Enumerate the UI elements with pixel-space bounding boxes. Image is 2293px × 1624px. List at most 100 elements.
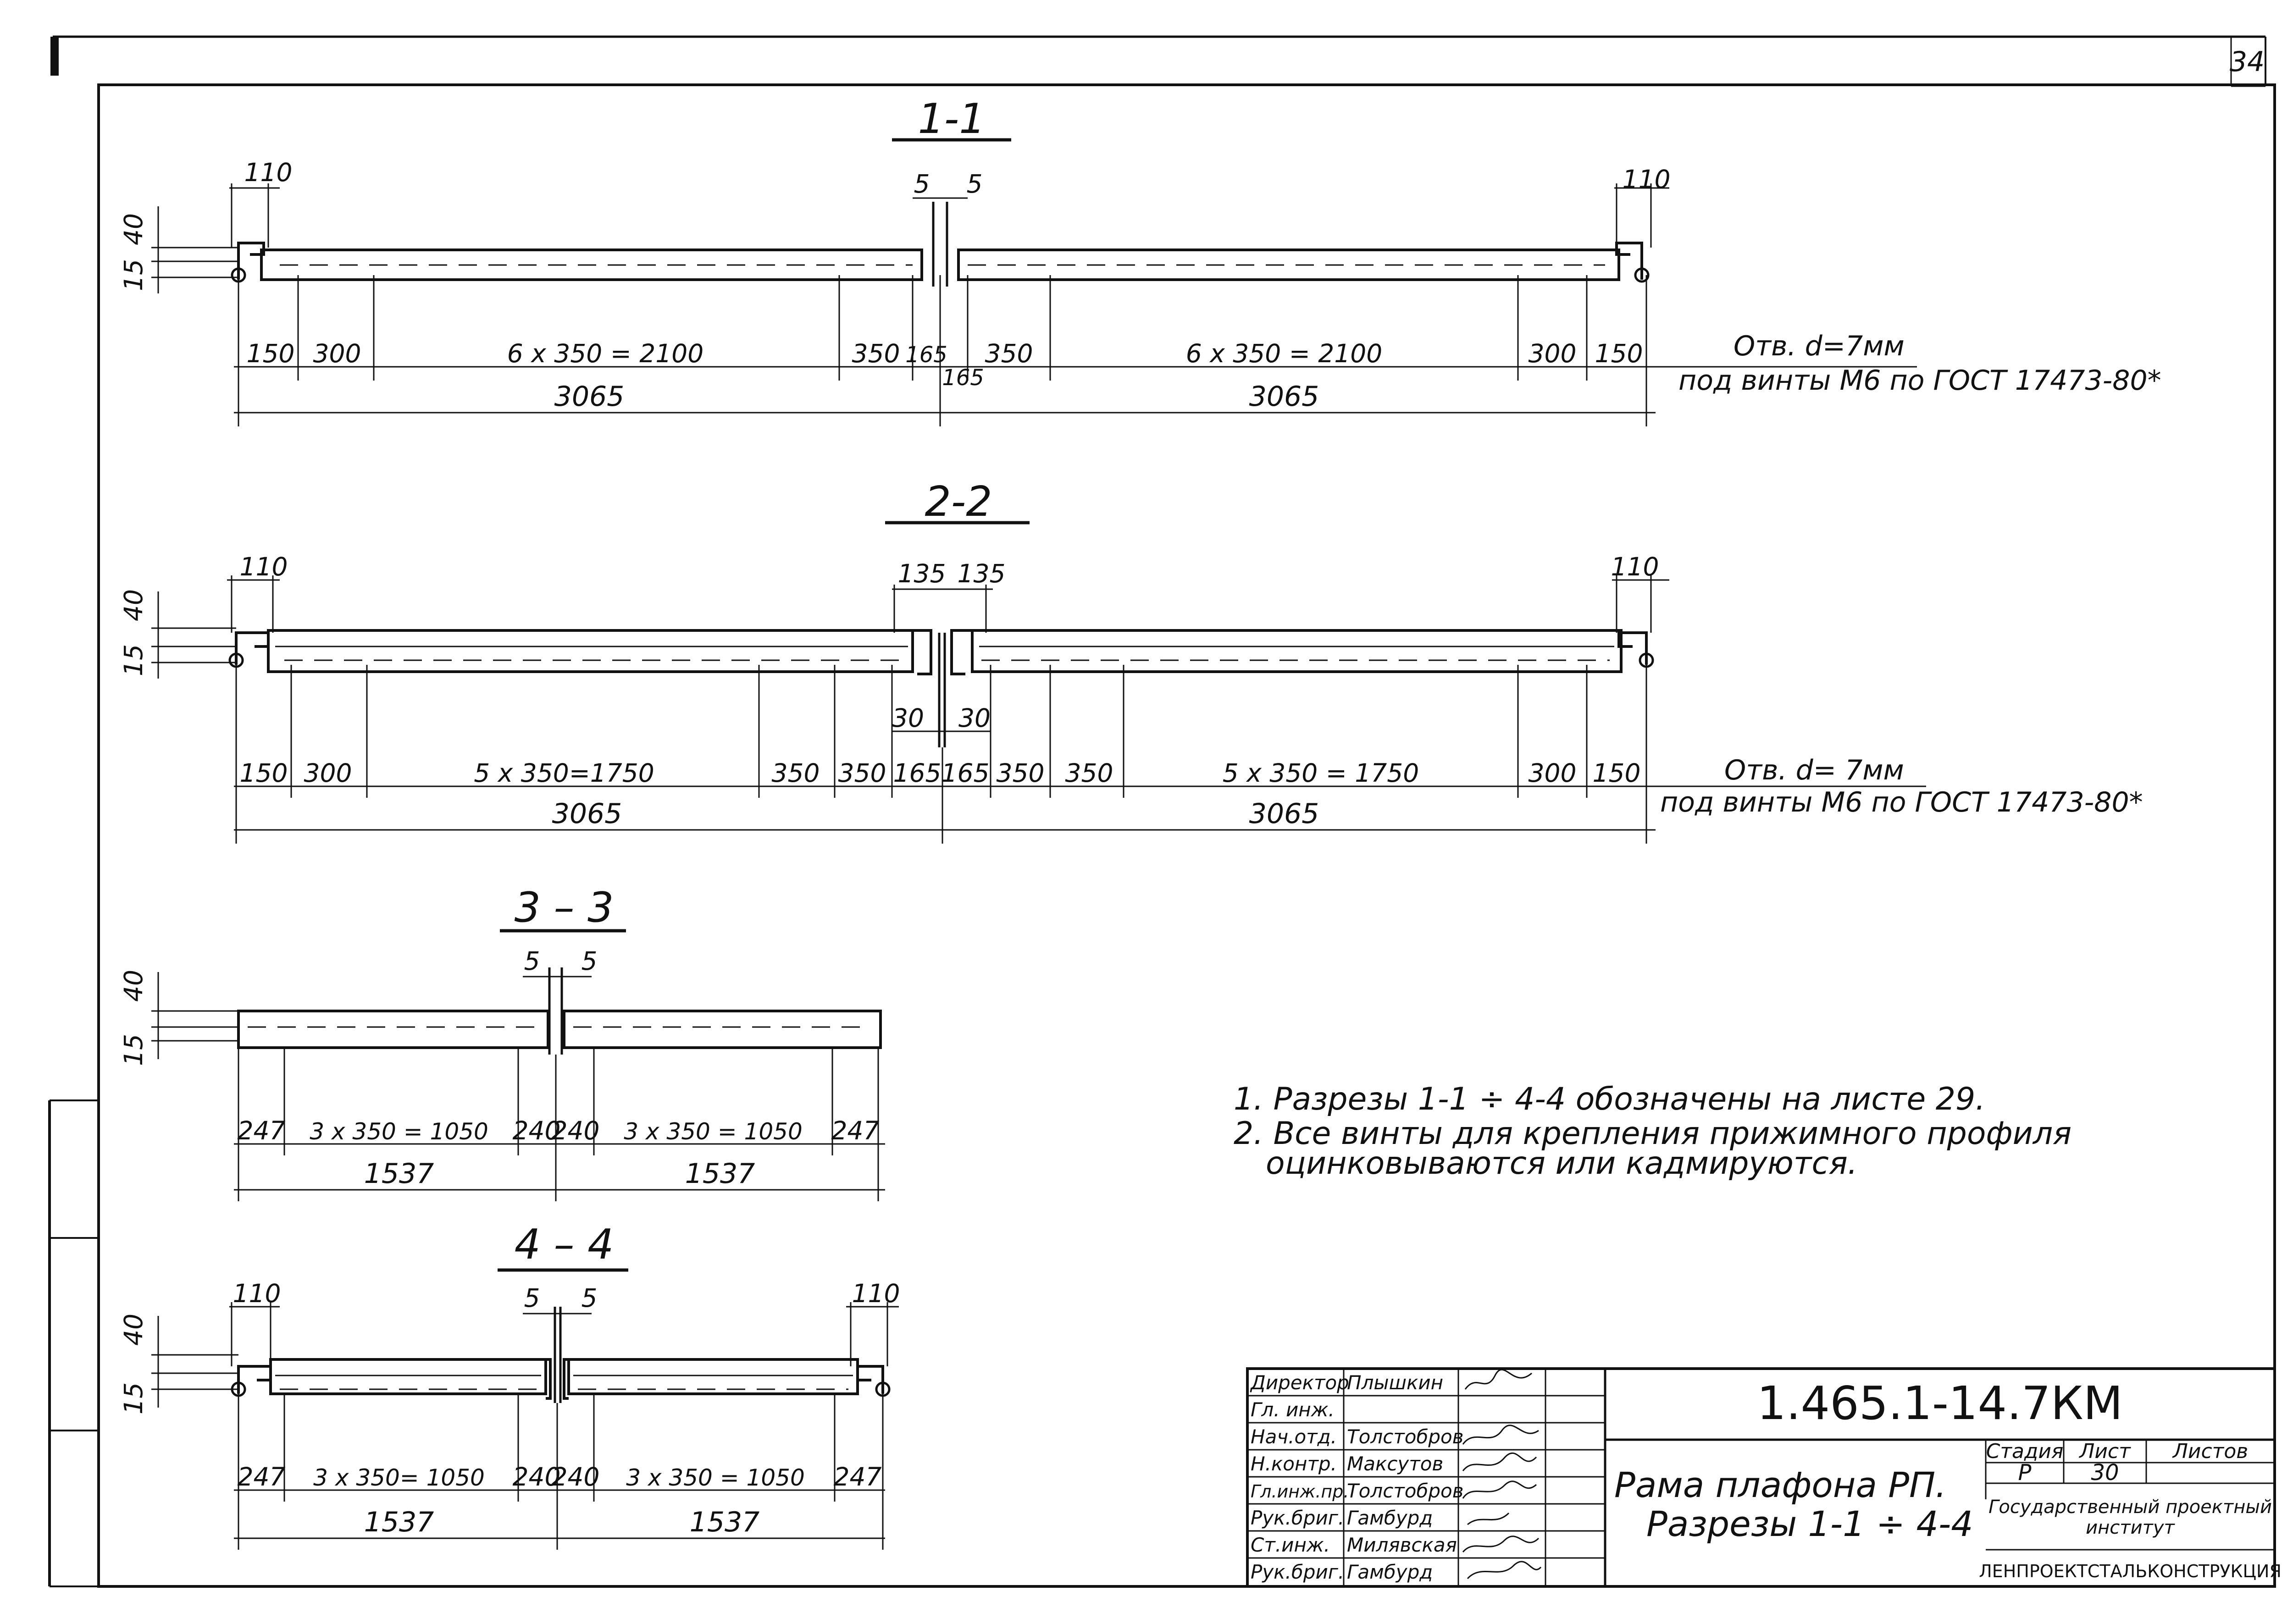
section-3-3: 3 – 3 5 5 40 15 247 3 x 350 = 1050 240 2…: [119, 884, 885, 1201]
section-title: 4 – 4: [515, 1221, 614, 1269]
name: Гамбурд: [1347, 1561, 1433, 1583]
name: Плышкин: [1347, 1371, 1443, 1394]
side-dim-40: 40: [119, 589, 148, 621]
chain-dim: 3 x 350 = 1050: [626, 1464, 805, 1491]
stage-value: Р: [2018, 1460, 2032, 1486]
sheet-corner-number: 34: [2230, 46, 2265, 78]
chain-dim: 3 x 350 = 1050: [624, 1118, 803, 1145]
stage-label: Стадия: [1986, 1440, 2064, 1463]
sheet-value: 30: [2091, 1460, 2119, 1486]
top-dim: 110: [852, 1279, 900, 1308]
chain-dim: 300: [1529, 758, 1577, 788]
top-dim: 110: [1611, 552, 1659, 581]
chain-dim: 6 x 350 = 2100: [507, 339, 704, 368]
chain-dim: 5 x 350 = 1750: [1223, 758, 1419, 788]
chain-dim: 350: [1065, 758, 1113, 788]
center-dim: 165: [942, 365, 984, 391]
organization-name: ЛЕНПРОЕКТСТАЛЬКОНСТРУКЦИЯ: [1979, 1561, 2282, 1581]
chain-dim: 300: [1529, 339, 1577, 368]
chain-dim: 240: [513, 1116, 561, 1145]
name: Толстобров: [1347, 1425, 1463, 1448]
role: Рук.бриг.: [1251, 1561, 1344, 1583]
chain-dim: 300: [304, 758, 352, 788]
screw-note: под винты М6 по ГОСТ 17473-80*: [1660, 786, 2143, 818]
mid-dim: 30: [958, 703, 991, 733]
total-dim: 3065: [554, 381, 625, 413]
role: Директор: [1250, 1371, 1349, 1394]
side-dim-15: 15: [119, 1382, 148, 1414]
name: Толстобров: [1347, 1480, 1463, 1502]
top-dim: 135: [898, 559, 946, 588]
top-dim: 5: [582, 1283, 598, 1313]
chain-dim: 5 x 350=1750: [474, 758, 654, 788]
side-dim-40: 40: [119, 970, 148, 1002]
chain-dim: 165: [893, 758, 942, 788]
role: Рук.бриг.: [1251, 1507, 1344, 1529]
screw-note: под винты М6 по ГОСТ 17473-80*: [1678, 365, 2161, 397]
section-1-1: 1-1 40 15 110 5 5 110: [119, 95, 2161, 426]
total-dim: 1537: [364, 1506, 434, 1538]
total-dim: 3065: [1249, 798, 1319, 830]
chain-dim: 247: [238, 1116, 286, 1145]
title-block: Директор Гл. инж. Нач.отд. Н.контр. Гл.и…: [1246, 1367, 2282, 1588]
role: Н.контр.: [1251, 1453, 1337, 1475]
chain-dim: 350: [772, 758, 820, 788]
section-title: 2-2: [925, 478, 992, 526]
chain-dim: 350: [838, 758, 886, 788]
note-2-continued: оцинковываются или кадмируются.: [1266, 1145, 1857, 1182]
role: Ст.инж.: [1251, 1534, 1330, 1556]
chain-dim: 150: [247, 339, 295, 368]
chain-dim: 247: [831, 1116, 880, 1145]
top-dim: 5: [967, 169, 983, 199]
chain-dim: 3 x 350= 1050: [313, 1464, 485, 1491]
top-dim: 5: [524, 946, 540, 976]
drawing-title-line2: Разрезы 1-1 ÷ 4-4: [1646, 1503, 1973, 1544]
top-dim: 5: [524, 1283, 540, 1313]
top-dim: 110: [233, 1279, 281, 1308]
section-title: 1-1: [918, 95, 986, 143]
section-2-2: 2-2 40 15 110 135 135: [119, 478, 2143, 844]
drawing-title-line1: Рама плафона РП.: [1614, 1464, 1946, 1505]
chain-dim: 300: [313, 339, 361, 368]
chain-dim: 3 x 350 = 1050: [310, 1118, 488, 1145]
total-dim: 1537: [364, 1158, 434, 1190]
total-dim: 1537: [690, 1506, 760, 1538]
top-dim: 110: [1623, 165, 1671, 194]
mid-dim: 30: [892, 703, 924, 733]
name: Милявская: [1347, 1534, 1457, 1556]
signature-scribbles: [1462, 1369, 1542, 1580]
top-dim: 110: [240, 552, 288, 581]
chain-dim: 165: [905, 342, 947, 368]
total-dim: 1537: [685, 1158, 755, 1190]
general-notes: 1. Разрезы 1-1 ÷ 4-4 обозначены на листе…: [1234, 1081, 2071, 1182]
chain-dim: 350: [997, 758, 1045, 788]
chain-dim: 6 x 350 = 2100: [1186, 339, 1383, 368]
chain-dim: 240: [513, 1462, 561, 1491]
total-dim: 3065: [552, 798, 622, 830]
note-2: 2. Все винты для крепления прижимного пр…: [1234, 1116, 2071, 1152]
name: Гамбурд: [1347, 1507, 1433, 1529]
note-1: 1. Разрезы 1-1 ÷ 4-4 обозначены на листе…: [1234, 1081, 1985, 1117]
section-title: 3 – 3: [515, 884, 614, 932]
side-dim-40: 40: [119, 213, 148, 245]
role: Гл.инж.пр.: [1251, 1481, 1349, 1502]
top-dim: 110: [244, 158, 293, 187]
chain-dim: 247: [238, 1462, 286, 1491]
sheets-label: Листов: [2172, 1440, 2248, 1463]
role: Гл. инж.: [1251, 1398, 1335, 1421]
name: Максутов: [1347, 1453, 1443, 1475]
role: Нач.отд.: [1251, 1425, 1337, 1448]
hole-note: Отв. d= 7мм: [1724, 754, 1904, 786]
institute-line2: институт: [2086, 1517, 2175, 1538]
chain-dim: 150: [1593, 758, 1641, 788]
total-dim: 3065: [1249, 381, 1319, 413]
side-dim-40: 40: [119, 1314, 148, 1346]
top-dim: 5: [582, 946, 598, 976]
drawing-code: 1.465.1-14.7КМ: [1757, 1376, 2123, 1430]
chain-dim: 240: [552, 1462, 600, 1491]
section-4-4: 4 – 4 5 5 110 110 40 15: [119, 1221, 900, 1550]
top-dim: 135: [958, 559, 1006, 588]
sheet-frame: [48, 35, 2276, 1588]
chain-dim: 350: [852, 339, 900, 368]
